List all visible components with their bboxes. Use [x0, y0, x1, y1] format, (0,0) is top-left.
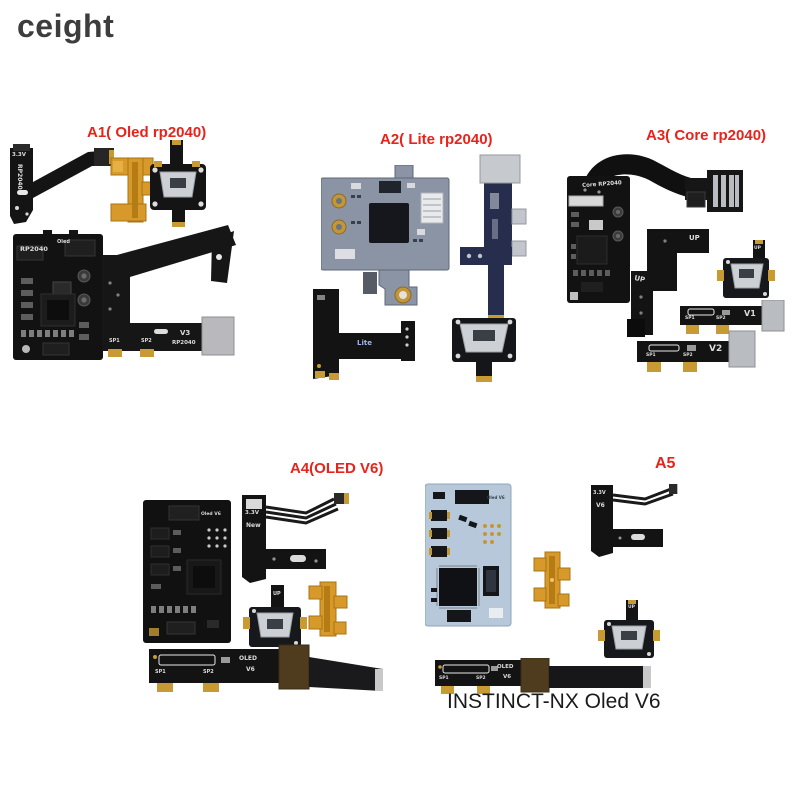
a4-gold-flex — [307, 580, 349, 640]
a5-power-flex-tag-label: V6 — [596, 502, 605, 509]
a4-gold-flex-graphic — [308, 581, 348, 637]
a4-main-pcb: Oled V6 — [143, 498, 233, 645]
a2-lite-flex-cable: Lite — [305, 287, 418, 380]
a1-main-pcb-chip-label: RP2040 — [20, 245, 48, 253]
a1-power-flex-volt-label: 3.3V — [12, 152, 26, 158]
product-group-a4: A4(OLED V6) — [100, 445, 395, 700]
a4-power-flex-volt-label: 3.3V — [245, 510, 259, 516]
a1-power-flex-graphic — [10, 144, 114, 224]
a5-main-pcb-label: Oled V6 — [487, 495, 505, 500]
product-group-a1: A1( Oled rp2040) 3.3V RP2040 — [5, 120, 237, 368]
a5-gold-flex — [533, 550, 571, 612]
a3-v1-flex-cable: SP1 SP2 V1 — [680, 300, 785, 336]
a3-up-flex-cable: UP UP — [627, 227, 712, 339]
a1-v3-flex-chip-label: RP2040 — [172, 340, 196, 346]
a1-main-pcb-graphic — [13, 230, 103, 360]
a5-long-flex-cable: SP1 SP2 OLED V6 — [433, 658, 657, 694]
a4-long-flex-cable-graphic — [149, 644, 383, 692]
a5-power-flex-volt-label: 3.3V — [593, 490, 606, 496]
a5-long-flex-sp2-label: SP2 — [476, 676, 486, 681]
a1-v3-flex-version-label: V3 — [180, 329, 191, 337]
group-label-a1: A1( Oled rp2040) — [87, 124, 207, 141]
a4-long-flex-cable: SP1 SP2 OLED V6 — [147, 643, 385, 695]
a2-right-flex-cable-graphic — [460, 154, 527, 322]
a4-main-pcb-label: Oled V6 — [201, 512, 221, 517]
a4-main-pcb-graphic — [143, 500, 231, 643]
a3-usb-board-up-label: UP — [754, 246, 761, 251]
group-label-a3: A3( Core rp2040) — [646, 127, 767, 144]
a2-lite-flex-cable-graphic — [313, 289, 415, 380]
a1-power-flex-chip-label: RP2040 — [16, 164, 23, 190]
a3-v2-flex-cable: SP1 SP2 V2 — [637, 327, 757, 375]
a2-right-flex-cable — [460, 153, 534, 328]
a1-v3-flex-cable: SP1 SP2 V3 RP2040 — [100, 223, 237, 359]
a4-long-flex-oled-label: OLED — [239, 655, 258, 662]
a1-usb-port-board — [148, 140, 208, 230]
brand-logo: ceight — [17, 8, 115, 44]
a3-v1-flex-cable-graphic — [680, 300, 785, 334]
a5-gold-flex-graphic — [533, 551, 571, 609]
a5-long-flex-sp1-label: SP1 — [439, 676, 449, 681]
a3-up-flex-cable-graphic — [627, 229, 709, 337]
a3-v1-flex-sp2-label: SP2 — [716, 316, 726, 321]
a5-long-flex-oled-label: OLED — [497, 664, 514, 670]
a4-usb-port-board-graphic — [243, 585, 307, 647]
product-group-a2: A2( Lite rp2040) — [288, 125, 536, 391]
a5-main-pcb: Oled V6 — [425, 482, 513, 628]
a3-v2-flex-sp1-label: SP1 — [646, 353, 656, 358]
a3-up-flex-top-label: UP — [689, 234, 700, 242]
a3-v2-flex-version-label: V2 — [709, 344, 723, 354]
a2-usb-port-board — [450, 312, 520, 385]
a4-usb-board-up-label: UP — [273, 591, 281, 597]
a1-v3-flex-cable-graphic — [102, 225, 236, 357]
a5-main-pcb-graphic — [425, 483, 512, 627]
a3-main-pcb-assembly: Core RP2040 — [565, 148, 793, 306]
a4-usb-port-board: UP — [243, 585, 307, 651]
a4-power-flex-tag-label: New — [246, 522, 261, 529]
a4-power-flex: 3.3V New — [238, 491, 353, 583]
a3-usb-port-board-graphic — [717, 240, 775, 298]
a3-main-pcb-assembly-graphic — [567, 154, 743, 303]
product-caption: INSTINCT-NX Oled V6 — [447, 690, 661, 713]
a4-long-flex-v6-label: V6 — [246, 666, 255, 673]
a1-gold-flex — [109, 152, 155, 230]
a5-long-flex-cable-graphic — [435, 658, 651, 694]
a3-v1-flex-sp1-label: SP1 — [685, 316, 695, 321]
a3-v1-flex-version-label: V1 — [744, 309, 756, 318]
a5-long-flex-v6-label: V6 — [503, 674, 512, 680]
a5-power-flex: 3.3V V6 — [583, 483, 678, 557]
a2-usb-port-board-graphic — [452, 318, 516, 382]
a2-lite-flex-label: Lite — [357, 339, 372, 347]
a3-v2-flex-sp2-label: SP2 — [683, 353, 693, 358]
group-label-a5: A5 — [655, 455, 676, 472]
a2-main-pcb — [321, 165, 453, 315]
a1-usb-port-board-graphic — [150, 140, 206, 227]
a1-v3-flex-sp2-label: SP2 — [141, 338, 152, 344]
product-group-a3: A3( Core rp2040) — [550, 120, 800, 382]
a1-v3-flex-sp1-label: SP1 — [109, 338, 120, 344]
a1-gold-flex-graphic — [110, 157, 154, 223]
a1-main-pcb: Oled RP2040 — [13, 230, 105, 362]
group-label-a4: A4(OLED V6) — [290, 460, 384, 477]
a1-main-pcb-oled-label: Oled — [57, 239, 70, 245]
a3-v2-flex-cable-graphic — [637, 330, 756, 372]
a4-power-flex-graphic — [242, 493, 349, 583]
a5-power-flex-graphic — [591, 484, 678, 557]
a3-usb-port-board: UP — [717, 240, 775, 306]
product-group-a5: A5 — [418, 445, 700, 730]
a5-usb-port-board: UP — [598, 600, 660, 662]
a1-power-flex: 3.3V RP2040 — [8, 140, 120, 226]
a2-main-pcb-graphic — [321, 165, 450, 306]
a4-long-flex-sp1-label: SP1 — [155, 669, 166, 675]
a5-usb-port-board-graphic — [598, 600, 660, 658]
group-label-a2: A2( Lite rp2040) — [380, 131, 493, 148]
a4-long-flex-sp2-label: SP2 — [203, 669, 214, 675]
a5-usb-board-up-label: UP — [628, 605, 635, 610]
